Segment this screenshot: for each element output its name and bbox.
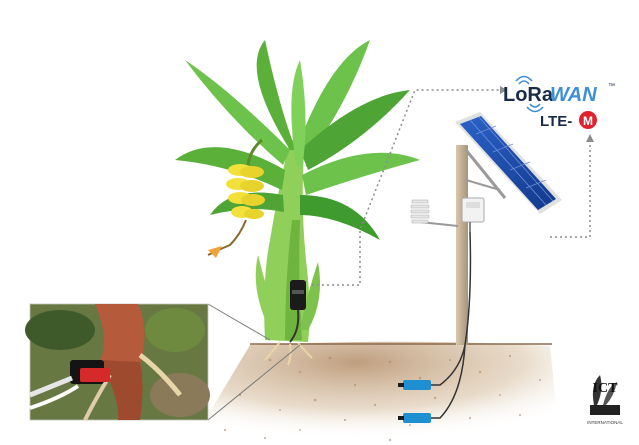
- lorawan-text-lora: LoRa: [503, 84, 554, 106]
- lorawan-logo: LoRa WAN ™: [503, 77, 615, 112]
- trademark-mark: ™: [608, 83, 615, 90]
- ict-letters: ICT: [593, 381, 619, 396]
- temperature-shield-icon: [411, 200, 458, 226]
- lte-m-logo: LTE- M: [540, 111, 597, 130]
- lte-text: LTE-: [540, 113, 572, 130]
- ict-international-logo: ICT INTERNATIONAL: [587, 375, 623, 425]
- lorawan-text-wan: WAN: [550, 84, 597, 106]
- ict-subtitle: INTERNATIONAL: [587, 420, 623, 425]
- sensor-installation-photo: [25, 304, 210, 420]
- soil-ground: [190, 342, 560, 445]
- lte-m-badge-text: M: [583, 114, 593, 128]
